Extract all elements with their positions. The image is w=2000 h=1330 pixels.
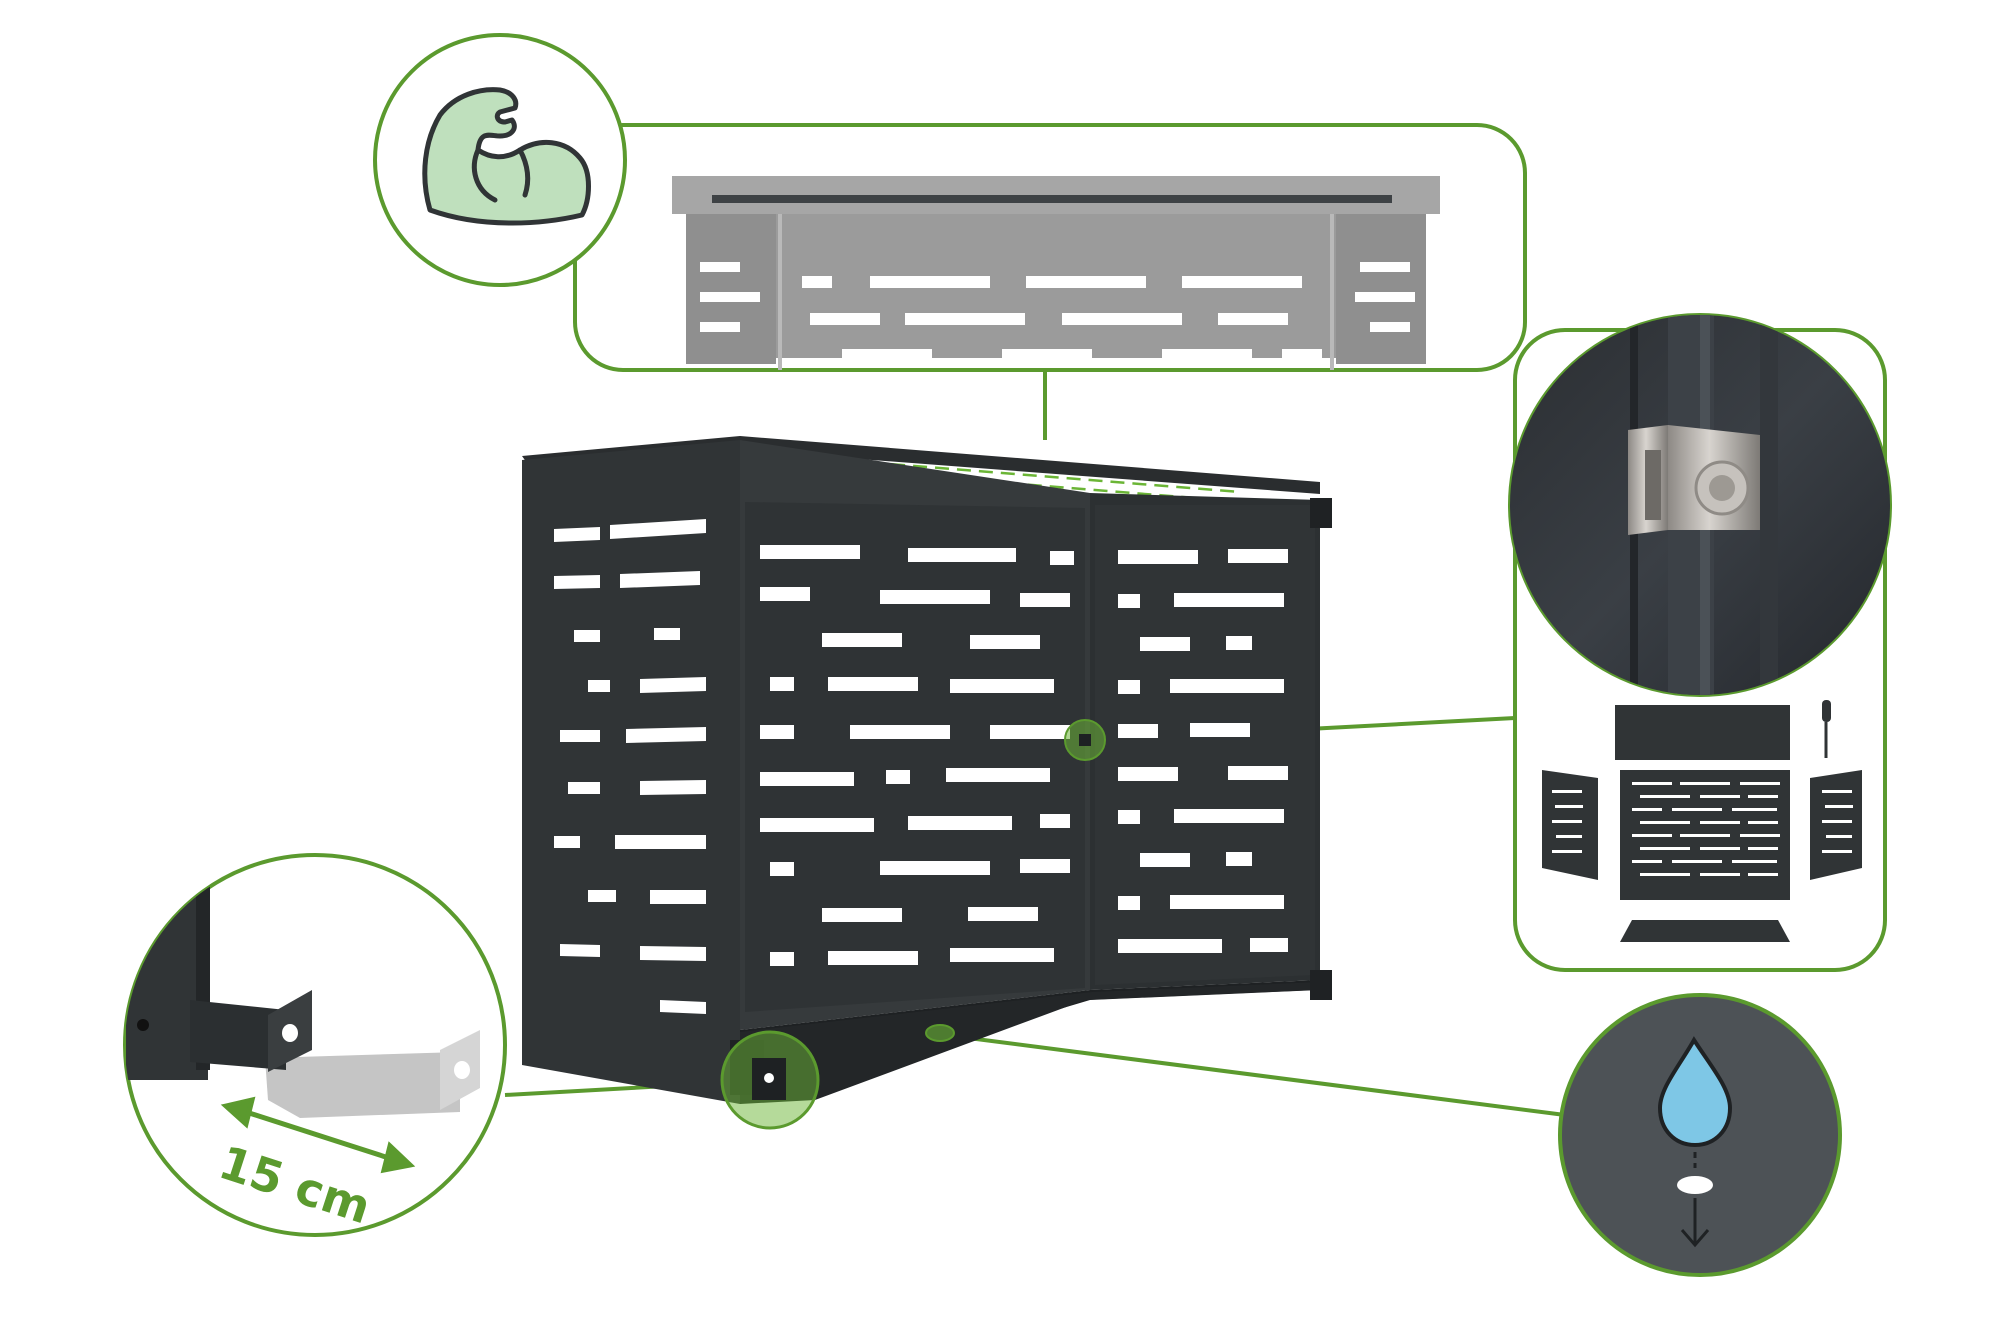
- panel-assembly-icon: [1542, 700, 1862, 942]
- drainage-callout: [1558, 993, 1842, 1277]
- back-panel-vent-slots: [760, 545, 1074, 966]
- flexed-bicep-icon: [422, 87, 591, 226]
- metal-clip-fastener-icon: [1510, 315, 1890, 695]
- bracket-offset-callout: 15 cm: [123, 853, 507, 1237]
- left-panel-vent-slots: [554, 519, 706, 1014]
- drain-hole-highlight: [925, 1024, 955, 1042]
- water-drop-icon: [1657, 1036, 1733, 1148]
- top-detail-panel: [573, 123, 1527, 372]
- drain-hole-icon: [1677, 1176, 1713, 1194]
- faded-roof-render: [672, 176, 1440, 370]
- clip-fastener-callout: [1508, 313, 1892, 972]
- strength-badge: [373, 33, 627, 287]
- dimension-arrow: [220, 1096, 416, 1174]
- air-conditioner-cover-cabinet: [522, 436, 1332, 1130]
- arrow-down-icon: [1680, 1198, 1710, 1248]
- screwdriver-icon: [1822, 700, 1831, 758]
- right-panel-vent-slots: [1118, 549, 1288, 953]
- drain-connector-line: [944, 1033, 1566, 1117]
